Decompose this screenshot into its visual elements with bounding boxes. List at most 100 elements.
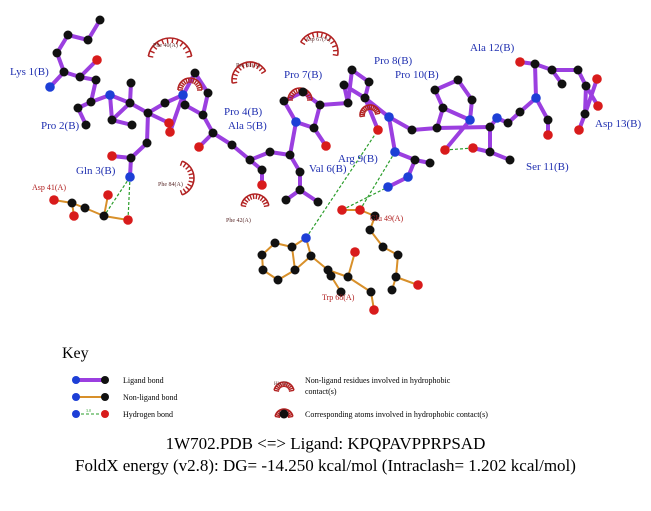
atom-oxygen — [165, 127, 175, 137]
label-ser11: Ser 11(B) — [526, 161, 569, 173]
atom-carbon — [432, 123, 442, 133]
atom-carbon — [505, 155, 515, 165]
key-hydrophobic-atom — [279, 409, 289, 419]
label-val6: Val 6(B) — [309, 163, 347, 175]
atom-nitrogen — [178, 90, 188, 100]
nonligand-bond — [347, 276, 372, 293]
atom-carbon — [75, 72, 85, 82]
atom-carbon — [339, 80, 349, 90]
key-hbond-atom-n — [72, 410, 80, 418]
atom-carbon — [347, 65, 357, 75]
atom-carbon — [393, 250, 403, 260]
key-hbond-atom-o — [101, 410, 109, 418]
atom-oxygen — [257, 180, 267, 190]
ligand-bond — [441, 106, 472, 122]
atom-carbon — [257, 250, 267, 260]
atom-carbon — [107, 115, 117, 125]
key-ligand-bond-atom-n — [72, 376, 80, 384]
label-ala5: Ala 5(B) — [228, 120, 267, 132]
atom-oxygen — [413, 280, 423, 290]
label-pro8: Pro 8(B) — [374, 55, 413, 67]
arc-phe40 — [147, 37, 193, 58]
ligand-bond — [363, 96, 380, 132]
atom-carbon — [295, 185, 305, 195]
caption-ligand: 1W702.PDB <=> Ligand: KPQPAVPPRPSAD — [165, 434, 486, 453]
atom-carbon — [83, 35, 93, 45]
ligand-bond — [288, 120, 298, 157]
atom-oxygen — [337, 205, 347, 215]
caption-energy: FoldX energy (v2.8): DG= -14.250 kcal/mo… — [75, 456, 576, 475]
atom-oxygen — [468, 143, 478, 153]
label-trp68: Trp 68(A) — [322, 293, 355, 302]
label-phe40: Phe 40(A) — [153, 42, 178, 49]
atom-carbon — [270, 238, 280, 248]
label-pro4: Pro 4(B) — [224, 106, 263, 118]
atom-carbon — [530, 59, 540, 69]
atom-nitrogen — [383, 182, 393, 192]
hydrogen-bond — [305, 129, 379, 239]
atom-oxygen — [321, 141, 331, 151]
key-nonligand-bond-atom-c — [101, 393, 109, 401]
ligand-bond — [533, 62, 538, 100]
atom-oxygen — [350, 247, 360, 257]
atom-oxygen — [515, 57, 525, 67]
atom-carbon — [198, 110, 208, 120]
atom-carbon — [557, 79, 567, 89]
key-nonligand-bond-atom-n — [72, 393, 80, 401]
atom-carbon — [366, 287, 376, 297]
label-asp67: Asp 67(A) — [305, 36, 331, 43]
atom-carbon — [467, 95, 477, 105]
atom-carbon — [581, 81, 591, 91]
arc-ligand-1 — [177, 77, 203, 91]
atom-nitrogen — [390, 147, 400, 157]
atom-carbon — [227, 140, 237, 150]
atom-oxygen — [123, 215, 133, 225]
key-ligand-bond-atom-c — [101, 376, 109, 384]
atom-carbon — [81, 120, 91, 130]
atom-carbon — [63, 30, 73, 40]
atom-carbon — [580, 109, 590, 119]
key-nonligand-bond-label: Non-ligand bond — [123, 393, 177, 402]
atom-carbon — [126, 78, 136, 88]
atom-oxygen — [543, 130, 553, 140]
atom-nitrogen — [492, 113, 502, 123]
atom-carbon — [142, 138, 152, 148]
hydrogen-bonds — [103, 129, 474, 239]
atom-carbon — [127, 120, 137, 130]
atom-carbon — [430, 85, 440, 95]
atom-carbon — [160, 98, 170, 108]
key-hydrophobic-atoms-label: Corresponding atoms involved in hydropho… — [305, 410, 488, 419]
atom-carbon — [364, 77, 374, 87]
atom-carbon — [190, 68, 200, 78]
atom-oxygen — [373, 125, 383, 135]
label-phe84: Phe 84(A) — [158, 181, 183, 188]
label-pro7: Pro 7(B) — [284, 69, 323, 81]
arc-pro81 — [231, 61, 267, 84]
atom-carbon — [99, 211, 109, 221]
atom-carbon — [453, 75, 463, 85]
key-legend: Key Ligand bond Non-ligand bond 3.0 Hydr… — [62, 345, 488, 419]
atom-oxygen — [103, 190, 113, 200]
key-example-residue: His 53 — [274, 382, 288, 387]
atom-carbon — [180, 100, 190, 110]
atom-carbon — [370, 211, 380, 221]
atom-nitrogen — [125, 172, 135, 182]
arc-ligand-3 — [359, 104, 381, 118]
atom-carbon — [543, 115, 553, 125]
atom-carbon — [245, 155, 255, 165]
atom-carbon — [485, 122, 495, 132]
atom-carbon — [306, 251, 316, 261]
label-pro81: Pro 81(A) — [236, 62, 260, 69]
atom-nitrogen — [384, 112, 394, 122]
hydrogen-bond — [127, 176, 131, 221]
atom-carbon — [343, 98, 353, 108]
atom-oxygen — [369, 305, 379, 315]
label-asp13: Asp 13(B) — [595, 118, 641, 130]
atom-carbon — [125, 98, 135, 108]
arc-key-residue — [273, 381, 295, 392]
hydrogen-bond — [359, 151, 396, 211]
atom-carbon — [360, 93, 370, 103]
atom-oxygen — [440, 145, 450, 155]
atom-carbon — [67, 198, 77, 208]
atom-carbon — [52, 48, 62, 58]
